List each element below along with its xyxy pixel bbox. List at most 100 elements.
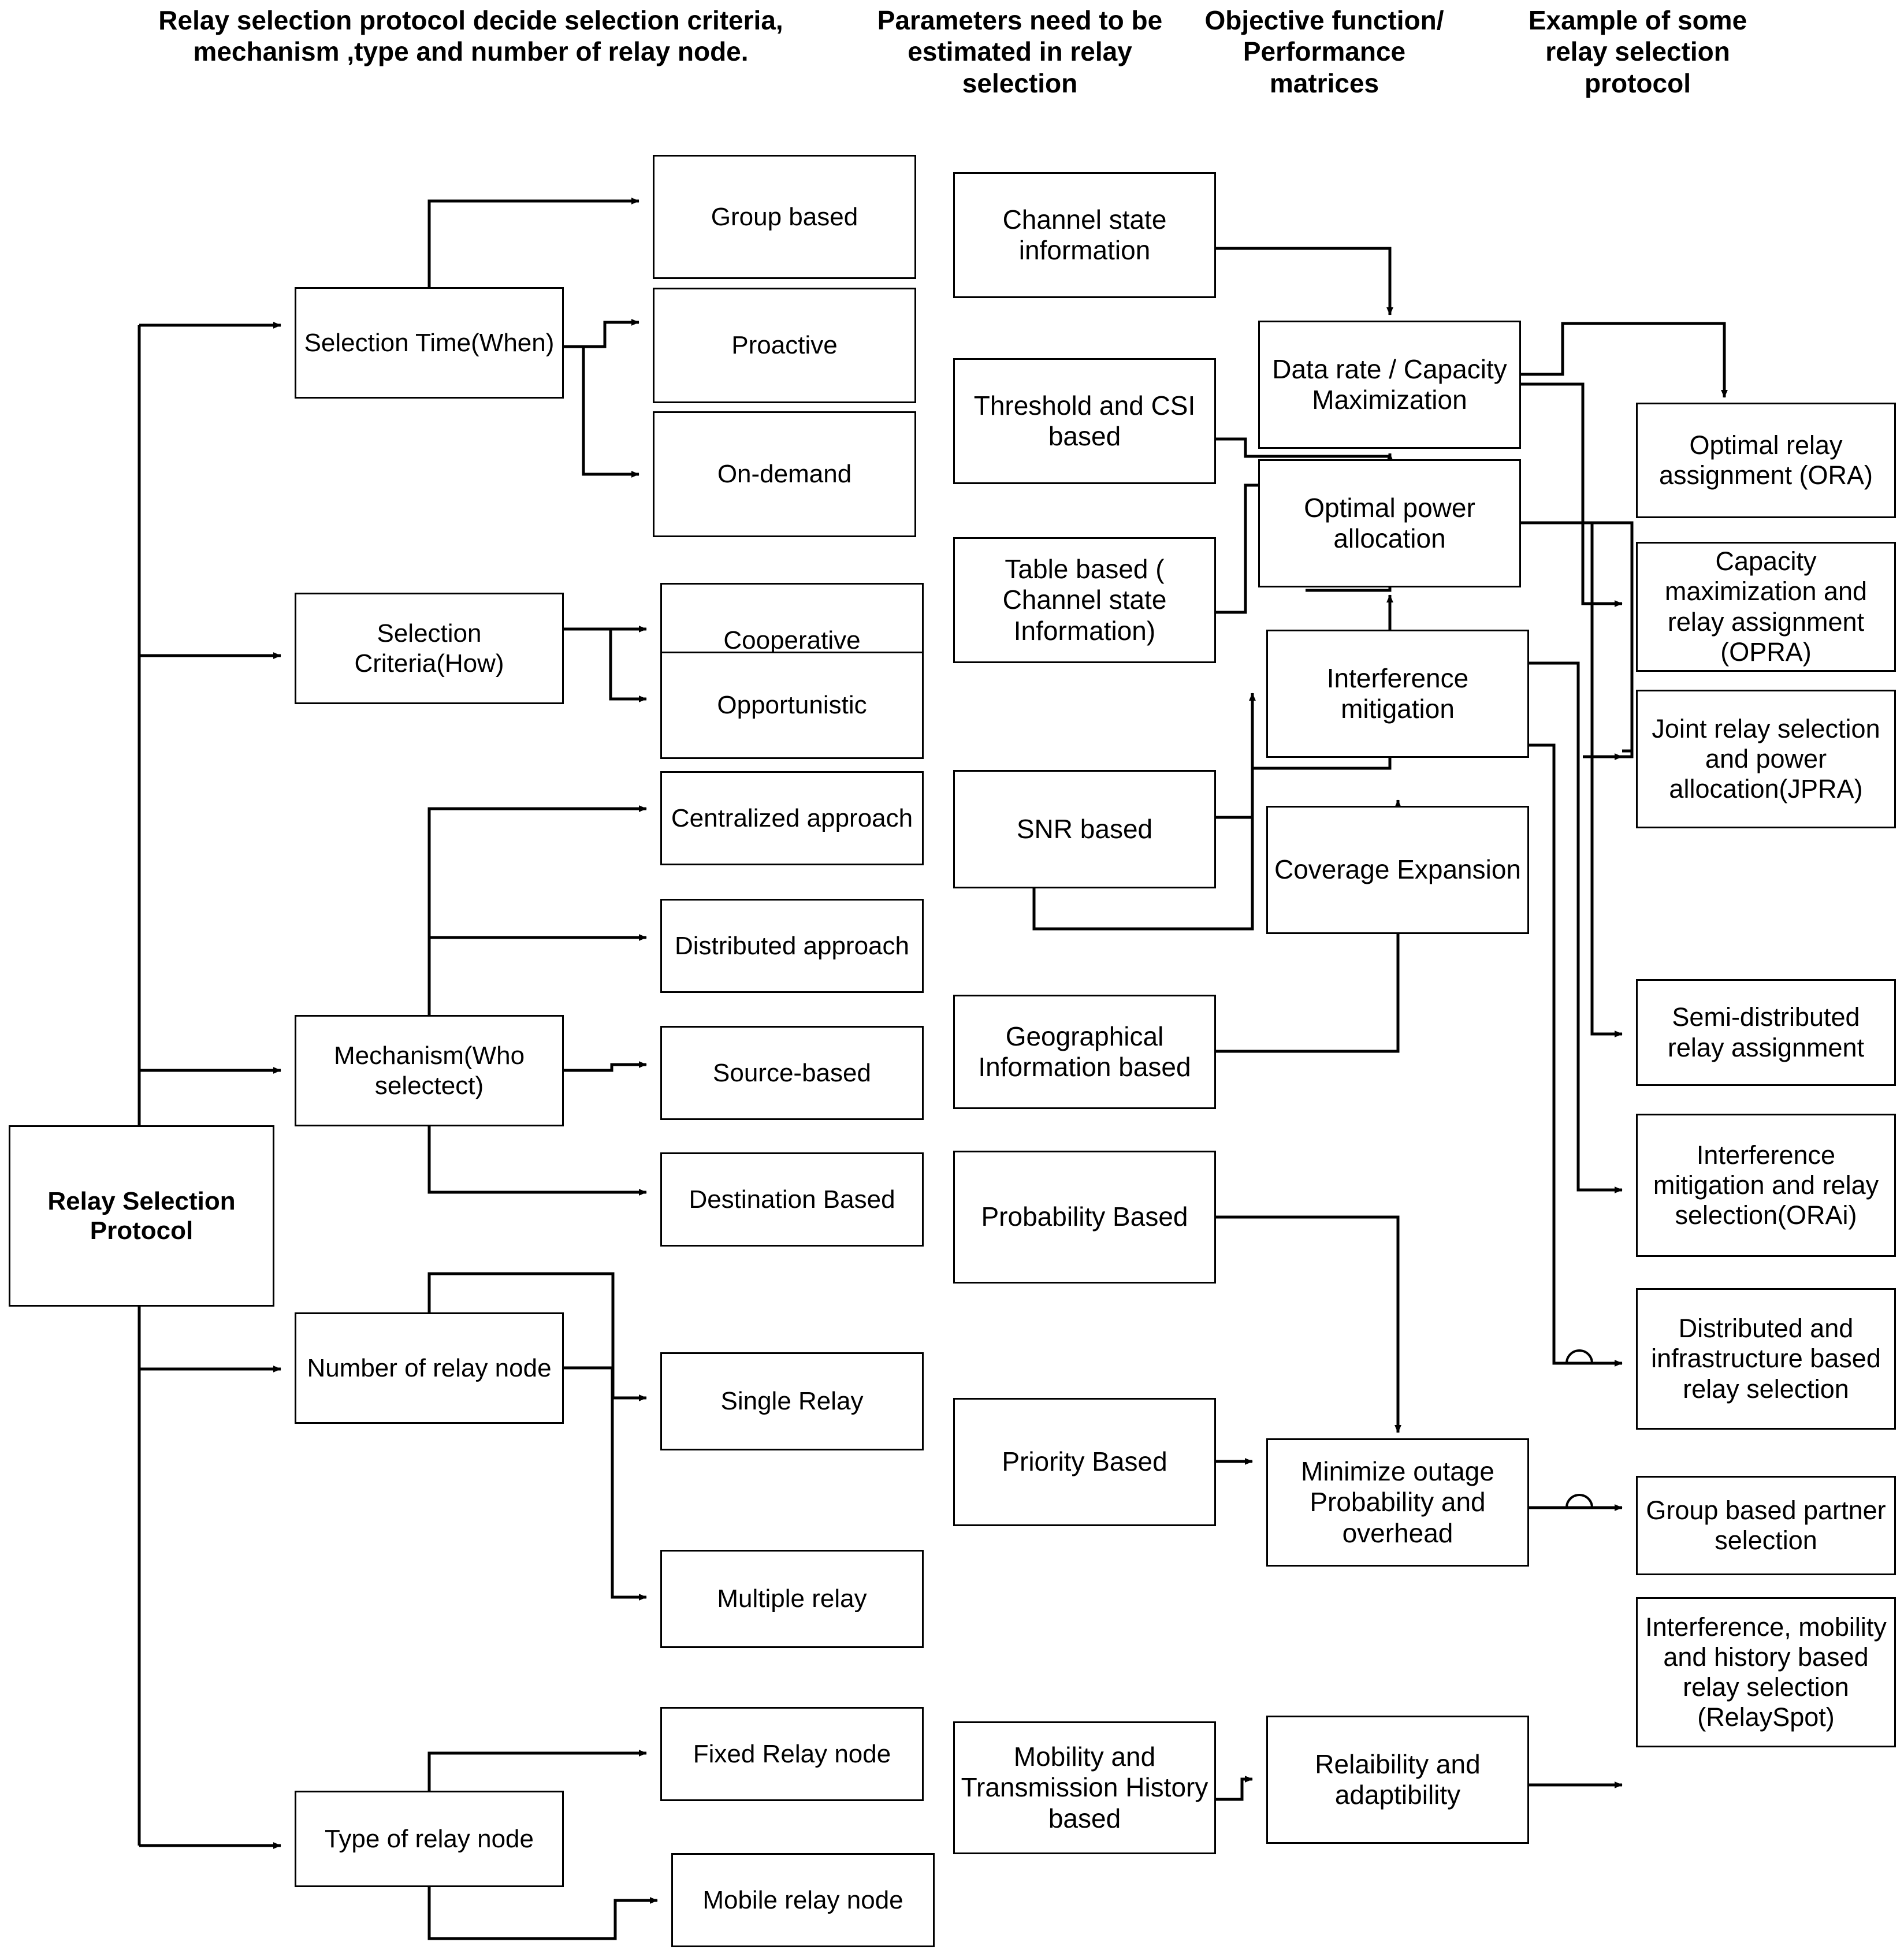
node-mobHist[interactable]: Mobility and Transmission History based: [953, 1721, 1216, 1854]
node-srcBased[interactable]: Source-based: [660, 1026, 924, 1120]
node-label-intfMit: Interference mitigation: [1326, 663, 1469, 724]
node-label-tableCsi: Table based ( Channel state Information): [1002, 553, 1167, 646]
column-header-4: Example of some relay selection protocol: [1528, 5, 1747, 98]
node-label-dataRate: Data rate / Capacity Maximization: [1272, 354, 1507, 415]
node-label-mobHist: Mobility and Transmission History based: [961, 1741, 1208, 1833]
node-label-dstBased: Destination Based: [689, 1185, 895, 1214]
node-snr[interactable]: SNR based: [953, 770, 1216, 888]
node-label-orai: Interference mitigation and relay select…: [1653, 1140, 1879, 1230]
node-label-jpra: Joint relay selection and power allocati…: [1652, 713, 1880, 804]
node-grpPart[interactable]: Group based partner selection: [1636, 1476, 1896, 1575]
edge-interference-distributed-infra: [1529, 743, 1623, 1367]
node-label-optPower: Optimal power allocation: [1304, 492, 1475, 553]
node-central[interactable]: Centralized approach: [660, 771, 924, 865]
edge-mechanism-centralized: [427, 805, 647, 1015]
node-label-root: Relay Selection Protocol: [47, 1186, 236, 1245]
edge-type-fixed-relay: [427, 1750, 647, 1791]
node-label-distInfra: Distributed and infrastructure based rel…: [1651, 1314, 1881, 1404]
node-label-thrCsi: Threshold and CSI based: [973, 390, 1196, 451]
node-label-fixed: Fixed Relay node: [693, 1739, 891, 1768]
node-label-onDemand: On-demand: [717, 460, 852, 489]
node-csi[interactable]: Channel state information: [953, 172, 1216, 298]
node-label-grpBased: Group based: [711, 202, 858, 231]
node-label-geo: Geographical Information based: [978, 1021, 1191, 1082]
line-hop-arc-2: [1565, 1494, 1593, 1508]
node-opra[interactable]: Capacity maximization and relay assignme…: [1636, 542, 1896, 672]
edge-csi-data-rate: [1216, 247, 1393, 315]
node-orai[interactable]: Interference mitigation and relay select…: [1636, 1114, 1896, 1257]
node-fixed[interactable]: Fixed Relay node: [660, 1707, 924, 1801]
node-label-prob: Probability Based: [981, 1201, 1188, 1232]
node-label-distrib: Distributed approach: [674, 931, 909, 960]
node-label-prio: Priority Based: [1002, 1446, 1167, 1477]
node-selTime[interactable]: Selection Time(When): [295, 287, 564, 399]
node-label-numRelay: Number of relay node: [307, 1353, 552, 1382]
column-header-2: Parameters need to be estimated in relay…: [877, 5, 1163, 98]
node-intfMit[interactable]: Interference mitigation: [1266, 630, 1529, 758]
node-coverage[interactable]: Coverage Expansion: [1266, 806, 1529, 934]
node-label-csi: Channel state information: [1002, 204, 1167, 265]
node-distrib[interactable]: Distributed approach: [660, 899, 924, 993]
node-selCrit[interactable]: Selection Criteria(How): [295, 593, 564, 704]
node-dataRate[interactable]: Data rate / Capacity Maximization: [1258, 321, 1521, 449]
line-hop-arc-1: [1565, 1349, 1593, 1364]
node-distInfra[interactable]: Distributed and infrastructure based rel…: [1636, 1288, 1896, 1430]
node-grpBased[interactable]: Group based: [653, 155, 916, 279]
node-thrCsi[interactable]: Threshold and CSI based: [953, 358, 1216, 484]
node-label-reliab: Relaibility and adaptibility: [1315, 1749, 1481, 1810]
node-multiple[interactable]: Multiple relay: [660, 1550, 924, 1648]
edge-interference-orai: [1529, 661, 1623, 1193]
node-jpra[interactable]: Joint relay selection and power allocati…: [1636, 690, 1896, 828]
node-minOut[interactable]: Minimize outage Probability and overhead: [1266, 1438, 1529, 1567]
node-label-proactive: Proactive: [731, 331, 838, 360]
node-root[interactable]: Relay Selection Protocol: [9, 1125, 274, 1307]
node-reliab[interactable]: Relaibility and adaptibility: [1266, 1716, 1529, 1844]
edge-probability-minimize-outage: [1216, 1215, 1401, 1433]
edge-number-multiple-relay: [564, 1366, 647, 1601]
node-label-coverage: Coverage Expansion: [1274, 854, 1522, 885]
node-mobile[interactable]: Mobile relay node: [671, 1853, 935, 1947]
node-label-typeRelay: Type of relay node: [324, 1824, 534, 1853]
node-label-mobile: Mobile relay node: [702, 1885, 903, 1914]
node-tableCsi[interactable]: Table based ( Channel state Information): [953, 537, 1216, 663]
edge-mechanism-destination-based: [427, 1126, 647, 1196]
node-optPower[interactable]: Optimal power allocation: [1258, 459, 1521, 587]
edge-selection-time-proactive: [564, 319, 639, 348]
node-numRelay[interactable]: Number of relay node: [295, 1312, 564, 1424]
node-label-multiple: Multiple relay: [717, 1584, 867, 1613]
node-label-snr: SNR based: [1016, 813, 1153, 844]
node-geo[interactable]: Geographical Information based: [953, 995, 1216, 1109]
edge-optimal-power-semi-distributed: [1590, 523, 1623, 1037]
node-label-central: Centralized approach: [671, 803, 913, 832]
node-label-ora: Optimal relay assignment (ORA): [1658, 430, 1873, 490]
edge-data-rate-opra: [1521, 382, 1623, 607]
node-prob[interactable]: Probability Based: [953, 1151, 1216, 1284]
edge-data-rate-ora: [1521, 322, 1728, 398]
node-typeRelay[interactable]: Type of relay node: [295, 1791, 564, 1887]
node-single[interactable]: Single Relay: [660, 1352, 924, 1450]
node-label-single: Single Relay: [720, 1387, 864, 1416]
node-dstBased[interactable]: Destination Based: [660, 1152, 924, 1247]
node-semiDist[interactable]: Semi-distributed relay assignment: [1636, 979, 1896, 1086]
node-relaySpot[interactable]: Interference, mobility and history based…: [1636, 1597, 1896, 1747]
node-label-selCrit: Selection Criteria(How): [354, 619, 504, 678]
node-prio[interactable]: Priority Based: [953, 1398, 1216, 1526]
node-proactive[interactable]: Proactive: [653, 288, 916, 403]
node-onDemand[interactable]: On-demand: [653, 411, 916, 537]
edge-optimal-power-jpra: [1521, 521, 1634, 753]
node-ora[interactable]: Optimal relay assignment (ORA): [1636, 403, 1896, 518]
edge-selection-time-group-based: [427, 198, 639, 287]
edge-optimal-power-jpra-link: [1583, 523, 1634, 758]
edge-threshold-data-rate-arrow: [1329, 454, 1393, 463]
edge-mechanism-source-based: [564, 1061, 647, 1072]
node-mech[interactable]: Mechanism(Who selectect): [295, 1015, 564, 1126]
node-opport[interactable]: Opportunistic: [660, 652, 924, 759]
node-label-semiDist: Semi-distributed relay assignment: [1667, 1002, 1865, 1062]
column-header-1: Relay selection protocol decide selectio…: [158, 5, 783, 67]
edge-type-mobile-relay: [427, 1887, 658, 1940]
node-label-relaySpot: Interference, mobility and history based…: [1645, 1612, 1887, 1732]
edge-selection-time-on-demand: [582, 347, 639, 478]
node-label-minOut: Minimize outage Probability and overhead: [1301, 1456, 1494, 1548]
